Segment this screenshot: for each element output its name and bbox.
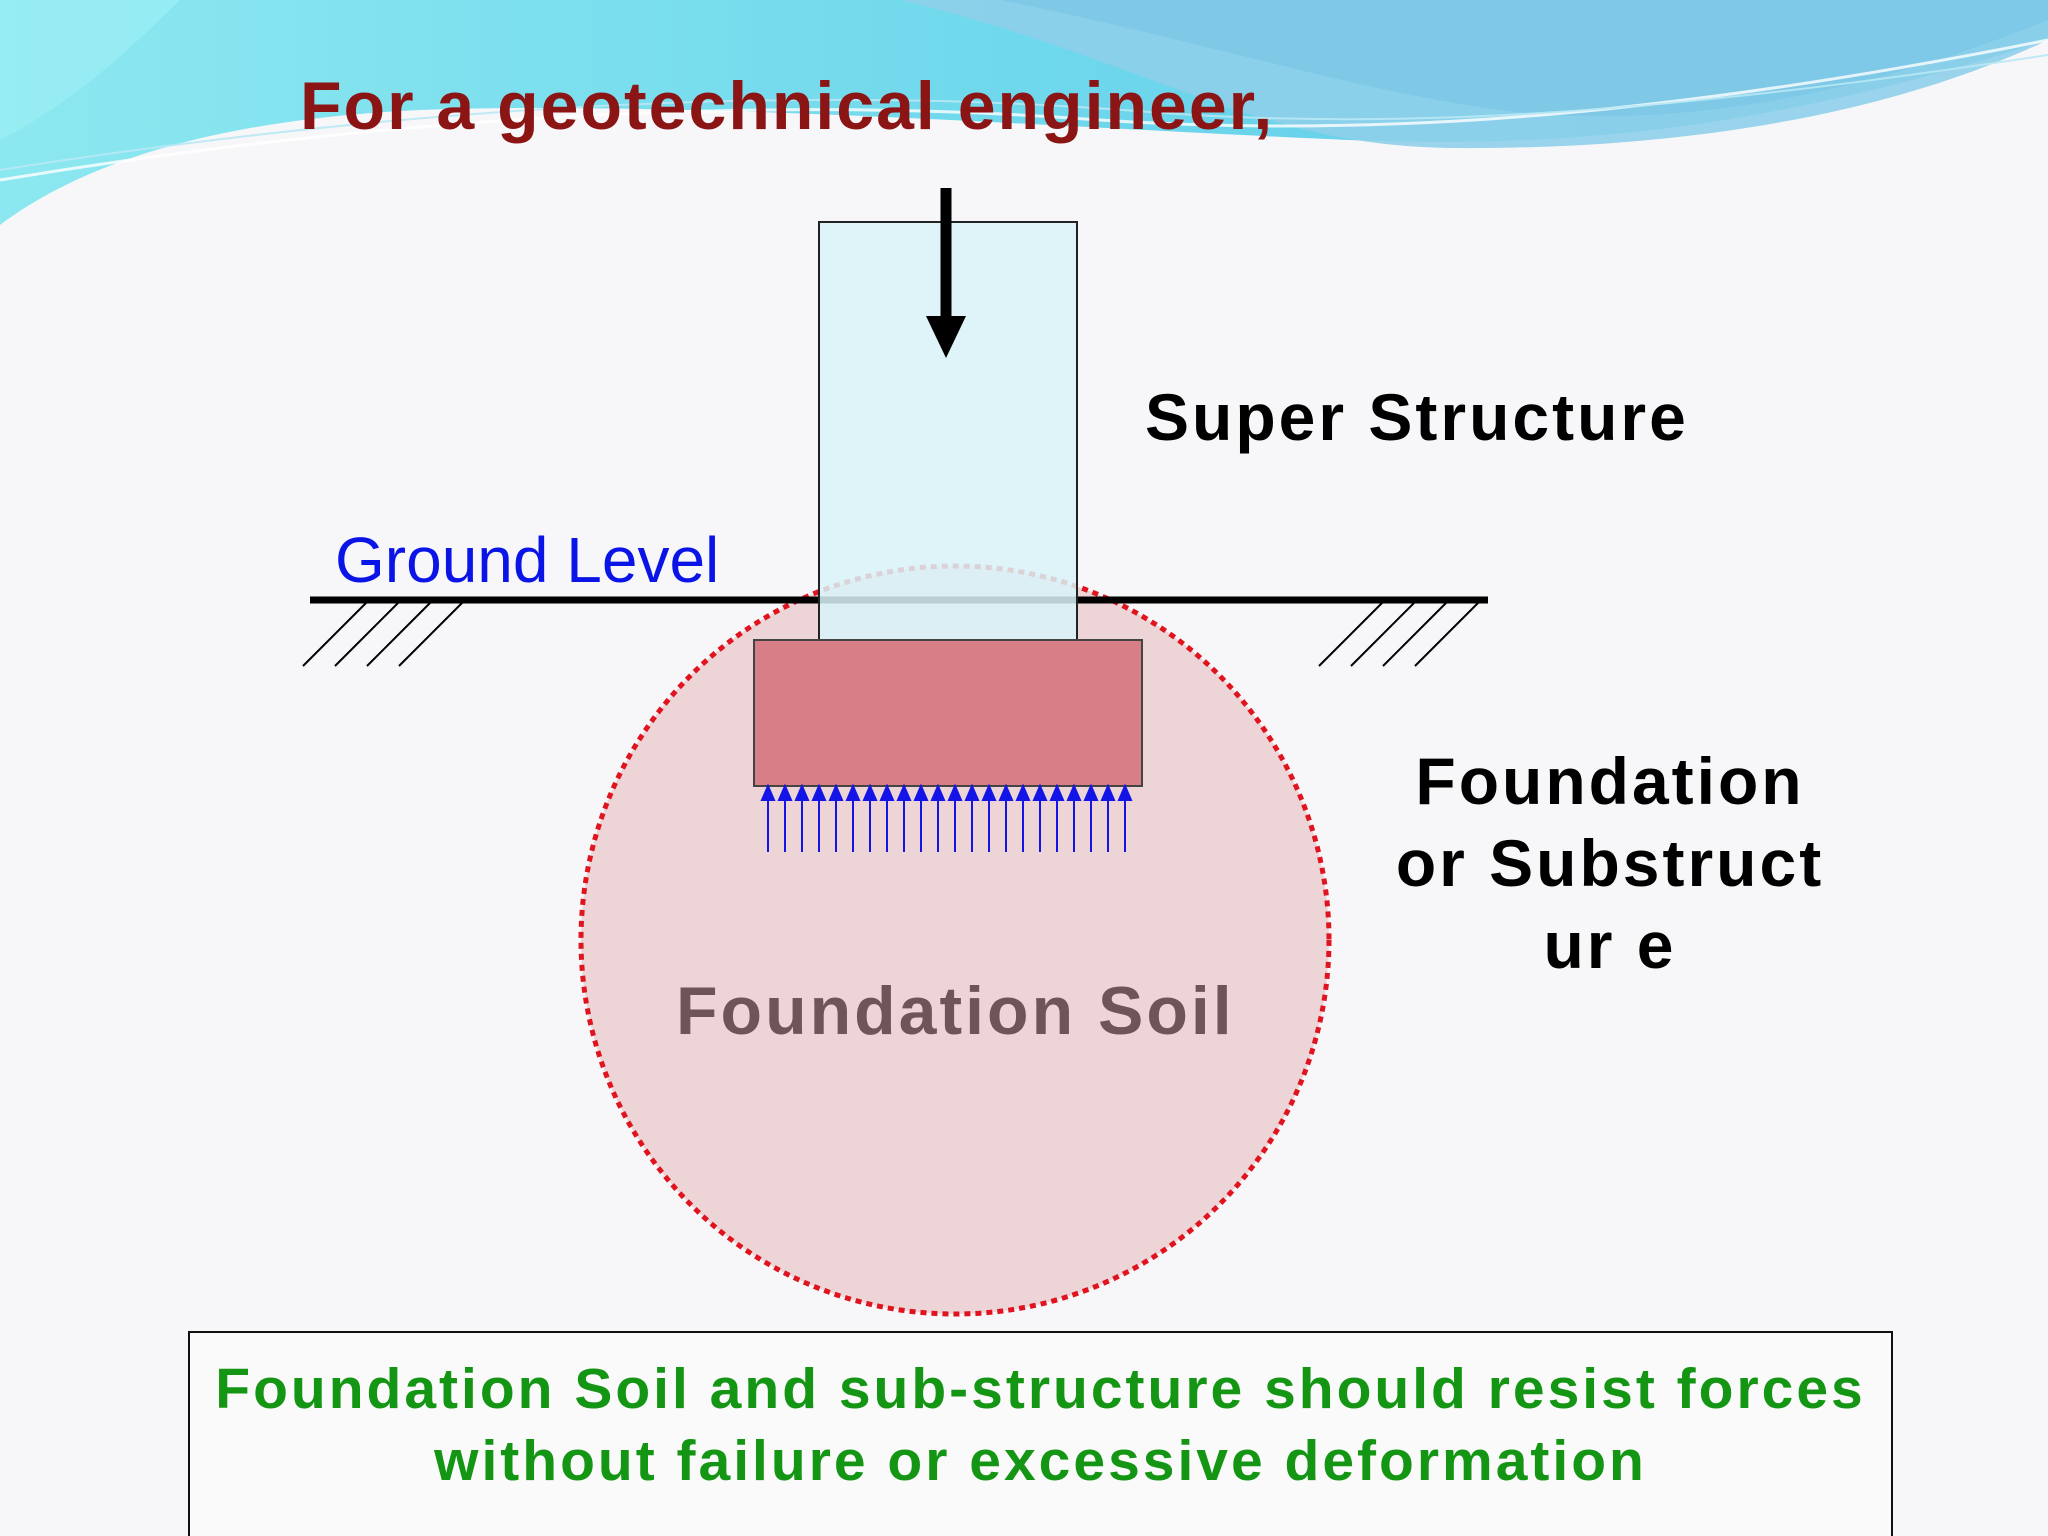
ground-hatching-left [302, 602, 463, 667]
conclusion-line-2: without failure or excessive deformation [434, 1429, 1647, 1493]
foundation-label: Foundation or Substructur e [1395, 744, 1825, 982]
foundation-soil-label: Foundation Soil [676, 973, 1235, 1049]
conclusion-box: Foundation Soil and sub-structure should… [188, 1331, 1893, 1536]
slide-title: For a geotechnical engineer, [300, 68, 1275, 144]
soil-pressure-arrows [760, 783, 1133, 852]
foundation-footing [753, 639, 1143, 787]
header-wave-decoration [0, 0, 2048, 225]
conclusion-text: Foundation Soil and sub-structure should… [190, 1353, 1891, 1497]
conclusion-line-1: Foundation Soil and sub-structure should… [215, 1357, 1866, 1421]
super-structure-label: Super Structure [1145, 380, 1689, 454]
load-arrow [926, 188, 966, 358]
ground-hatching-right [1318, 602, 1479, 667]
ground-level-label: Ground Level [335, 524, 720, 596]
